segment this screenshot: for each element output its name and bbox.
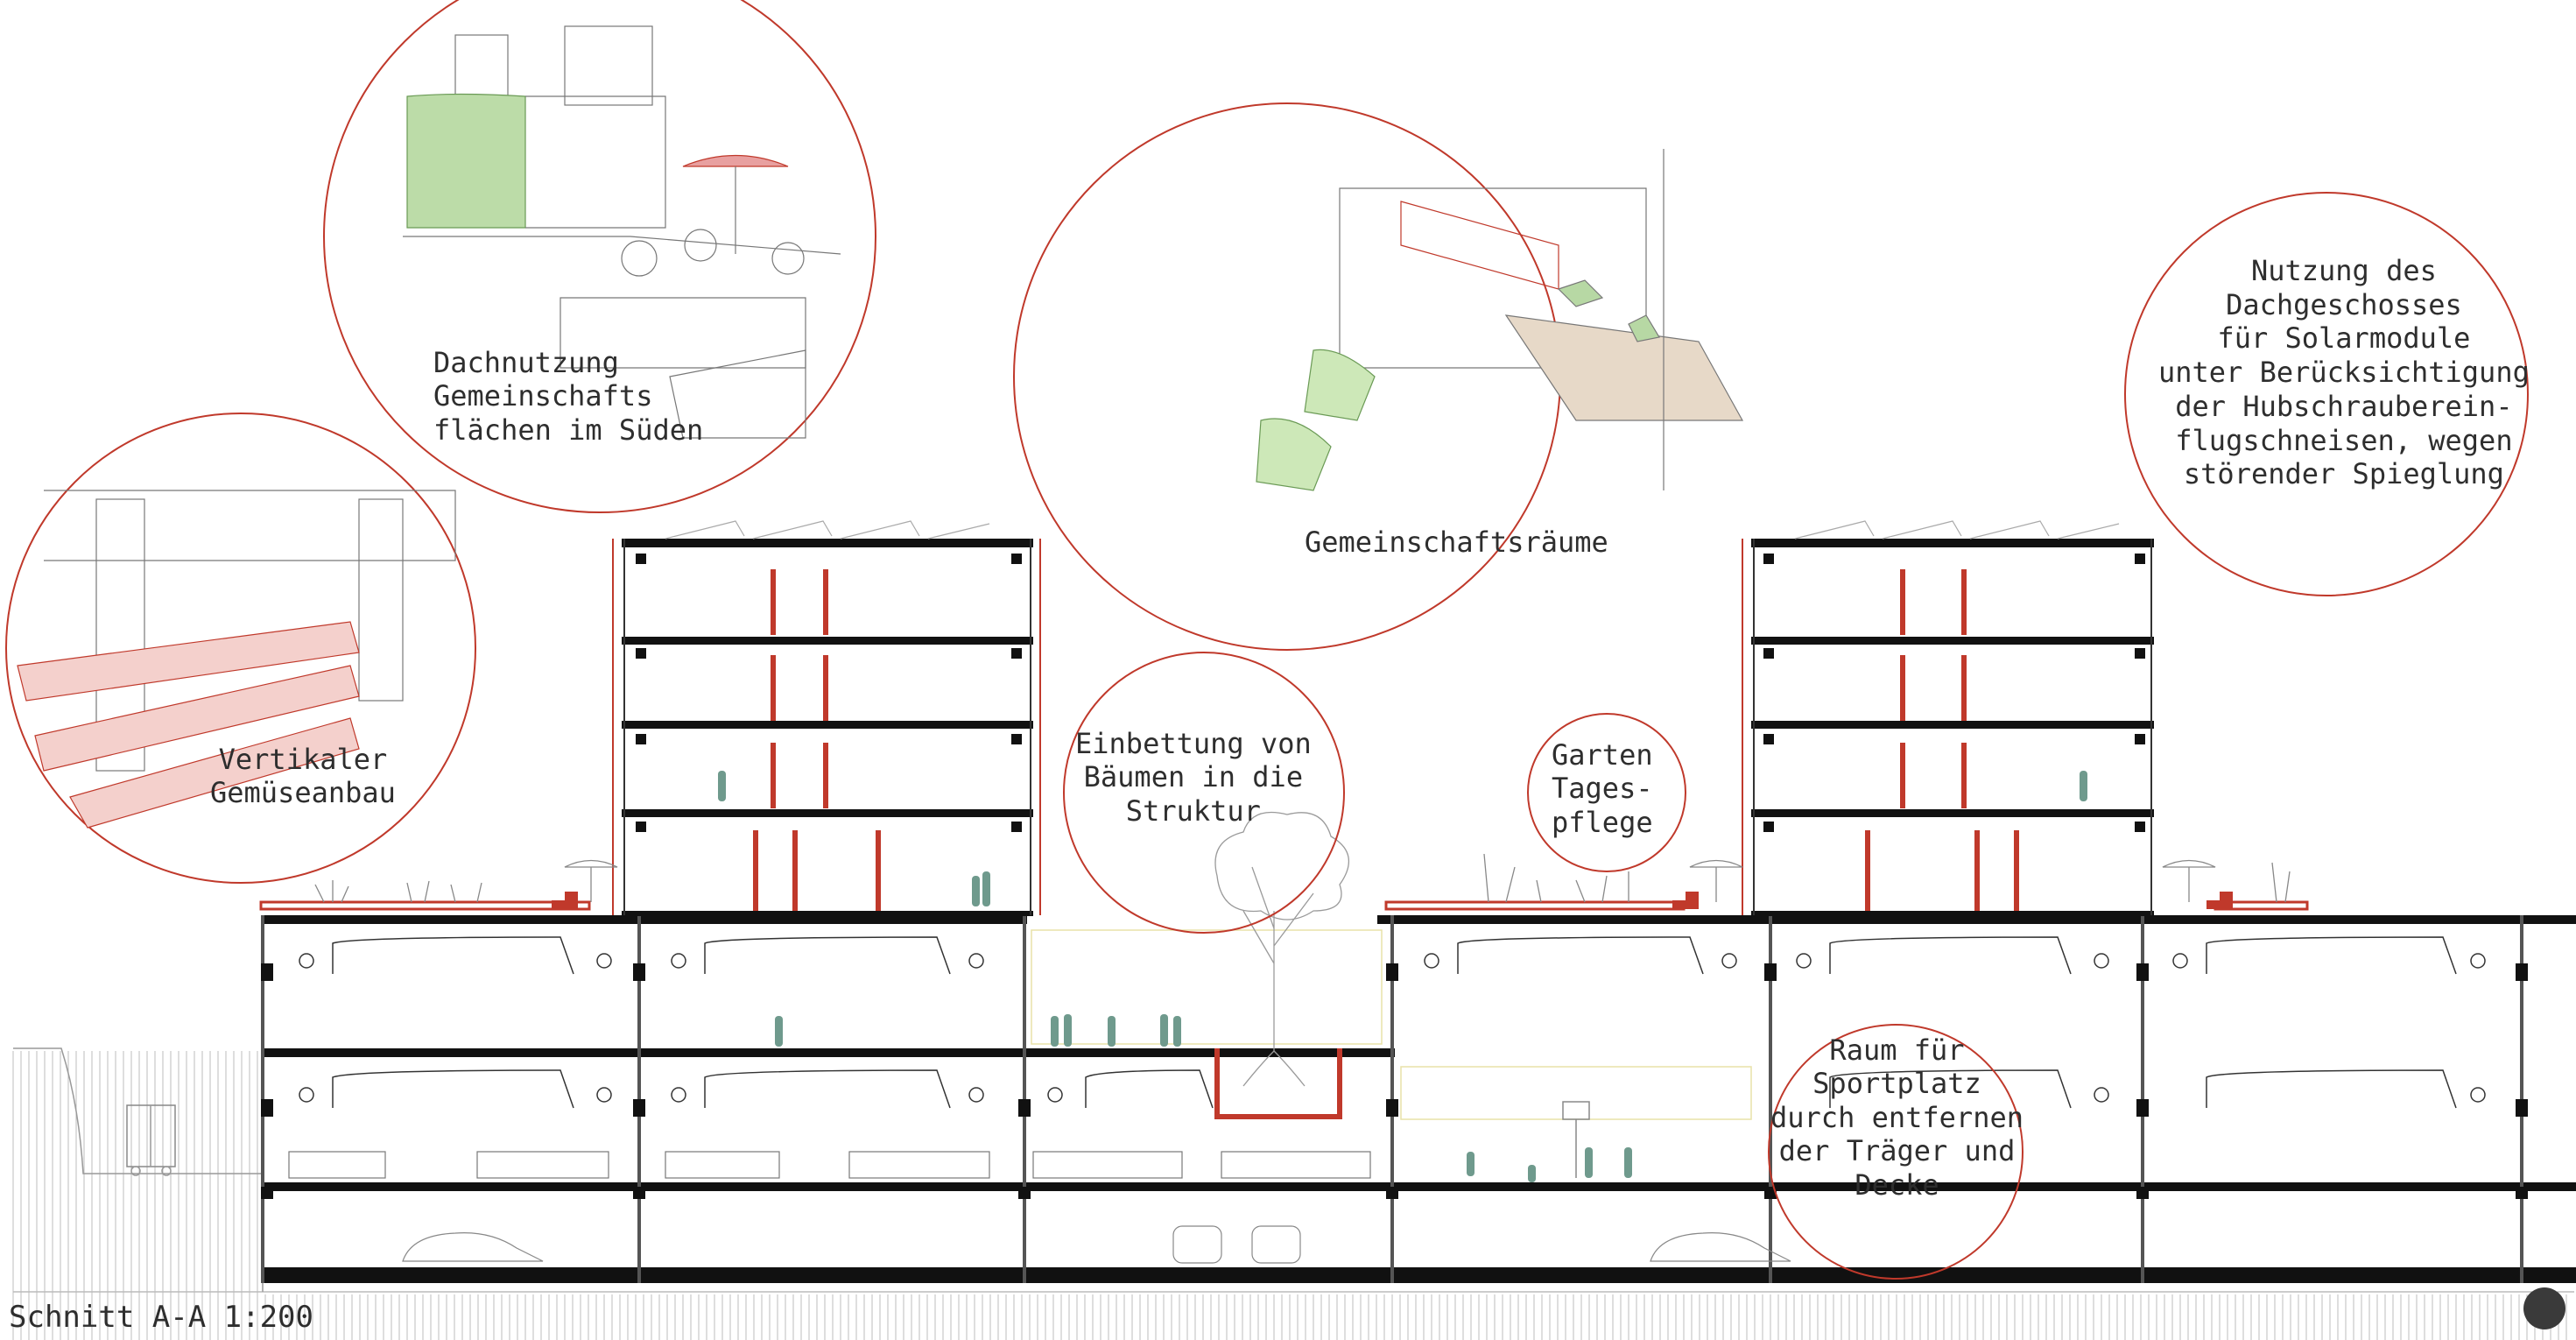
section-title: Schnitt A-A 1:200 xyxy=(9,1300,313,1335)
label-sports: Raum für Sportplatz durch entfernen der … xyxy=(1770,1033,2023,1202)
label-community-rooms: Gemeinschaftsräume xyxy=(1305,525,1608,559)
sketch-vertical-farming xyxy=(17,490,456,829)
street-embankment xyxy=(13,1047,264,1292)
sketch-roof-garden xyxy=(403,25,841,439)
parking-structure xyxy=(261,915,2576,1283)
scan-button[interactable] xyxy=(2523,1287,2565,1329)
roof-terraces xyxy=(259,892,2309,911)
solar-panels xyxy=(665,520,2120,540)
terrace-furniture xyxy=(314,853,2291,903)
basketball-hoop xyxy=(1562,1101,1590,1178)
label-roof-use: Dachnutzung Gemeinschafts flächen im Süd… xyxy=(433,346,704,447)
tower-left xyxy=(612,539,1041,916)
label-solar-roof: Nutzung des Dachgeschosses für Solarmodu… xyxy=(2158,254,2530,491)
tree-planter xyxy=(1214,1048,1342,1119)
label-garden: Garten Tages- pflege xyxy=(1552,738,1653,839)
people xyxy=(718,771,2087,1182)
label-trees: Einbettung von Bäumen in die Struktur xyxy=(1075,727,1312,828)
ground-hatch xyxy=(12,1051,2574,1340)
courtyard-tree xyxy=(1214,811,1350,1087)
sketch-community-rooms xyxy=(1256,149,1744,491)
tower-right xyxy=(1742,539,2154,916)
label-vertical-farming: Vertikaler Gemüseanbau xyxy=(210,743,396,810)
